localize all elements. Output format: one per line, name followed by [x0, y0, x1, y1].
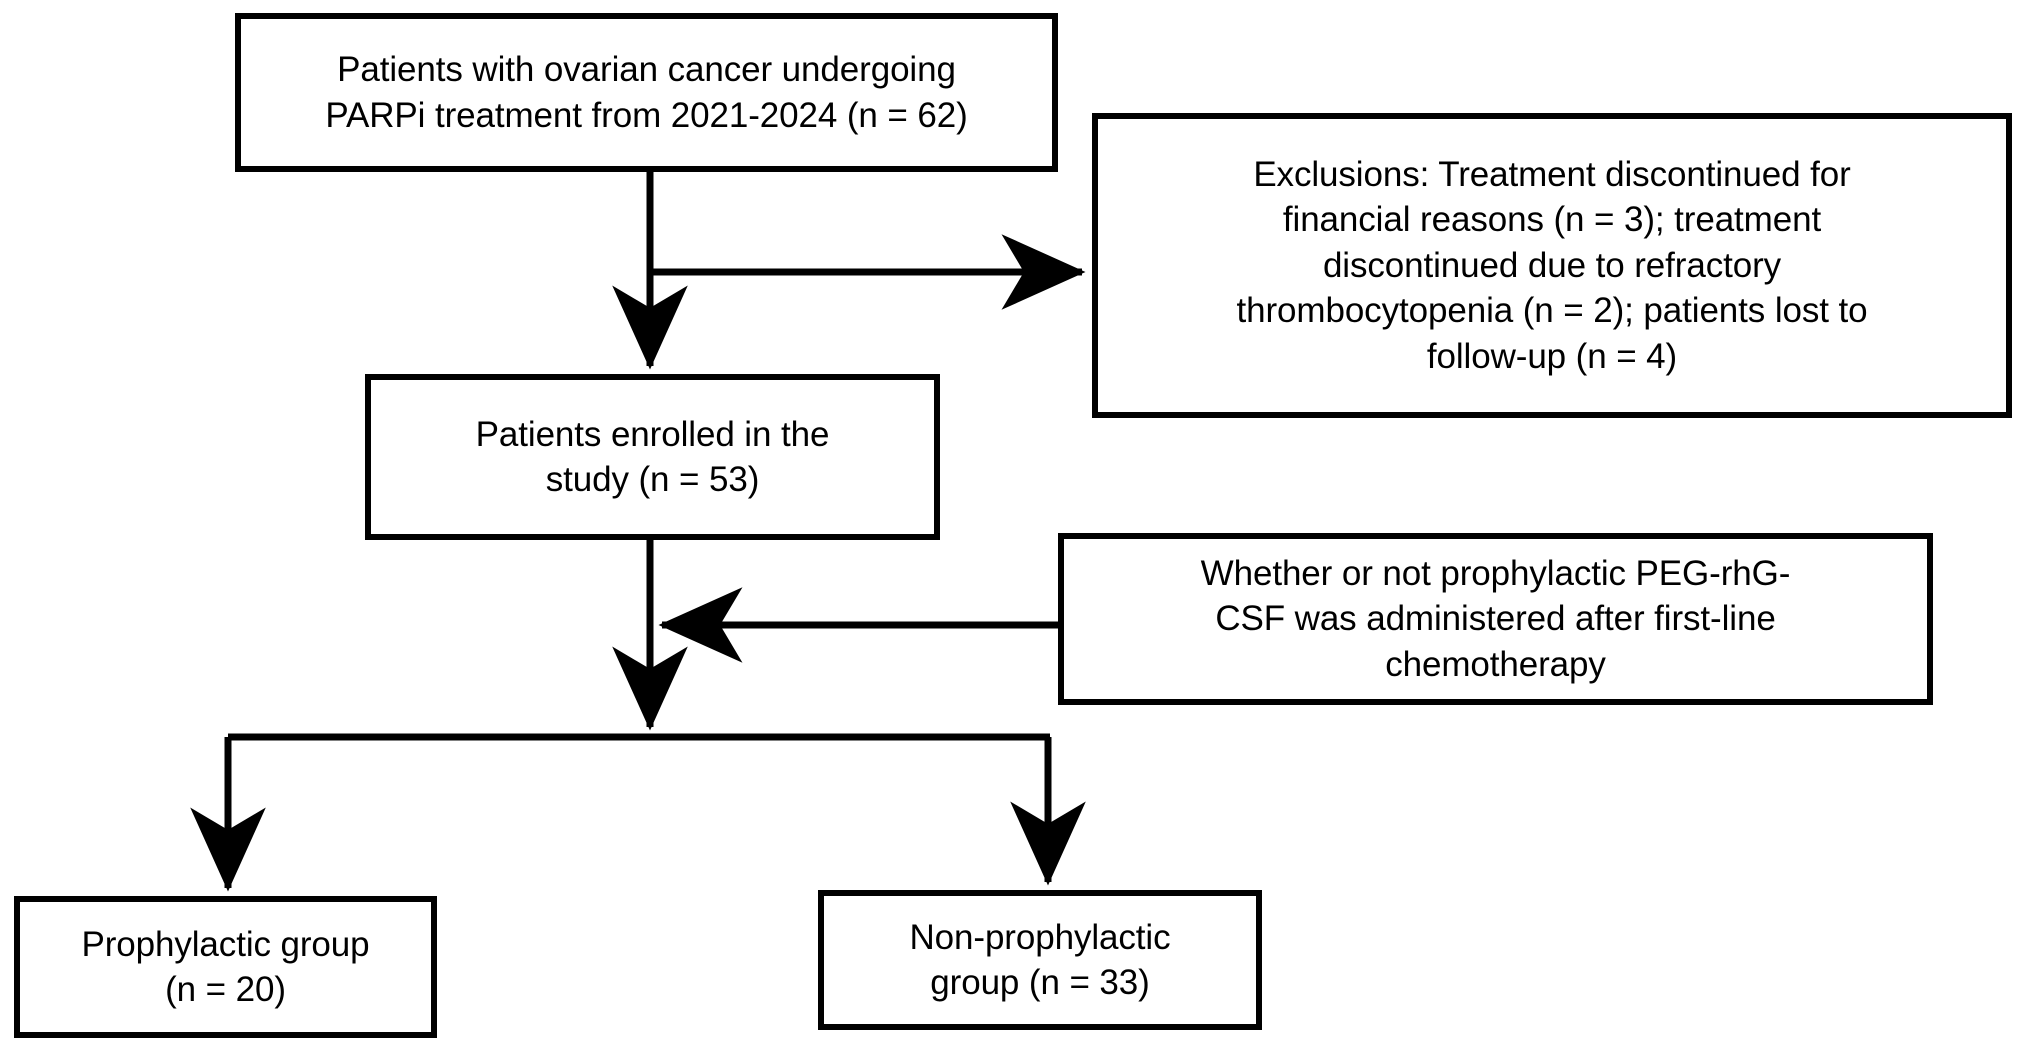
- node-prophylactic-group-label: Prophylactic group (n = 20): [81, 924, 370, 1010]
- node-prophylactic-group: Prophylactic group (n = 20): [14, 896, 437, 1038]
- node-non-prophylactic-group: Non-prophylactic group (n = 33): [818, 890, 1262, 1030]
- node-grouping-criterion: Whether or not prophylactic PEG-rhG- CSF…: [1058, 533, 1933, 705]
- node-exclusions-label: Exclusions: Treatment discontinued for f…: [1236, 154, 1868, 376]
- node-source-population: Patients with ovarian cancer undergoing …: [235, 13, 1058, 172]
- node-enrolled-patients: Patients enrolled in the study (n = 53): [365, 374, 940, 540]
- node-source-population-label: Patients with ovarian cancer undergoing …: [325, 50, 968, 135]
- node-grouping-criterion-label: Whether or not prophylactic PEG-rhG- CSF…: [1200, 553, 1791, 684]
- node-non-prophylactic-group-label: Non-prophylactic group (n = 33): [909, 917, 1171, 1003]
- node-enrolled-patients-label: Patients enrolled in the study (n = 53): [475, 414, 830, 500]
- node-exclusions: Exclusions: Treatment discontinued for f…: [1092, 113, 2012, 418]
